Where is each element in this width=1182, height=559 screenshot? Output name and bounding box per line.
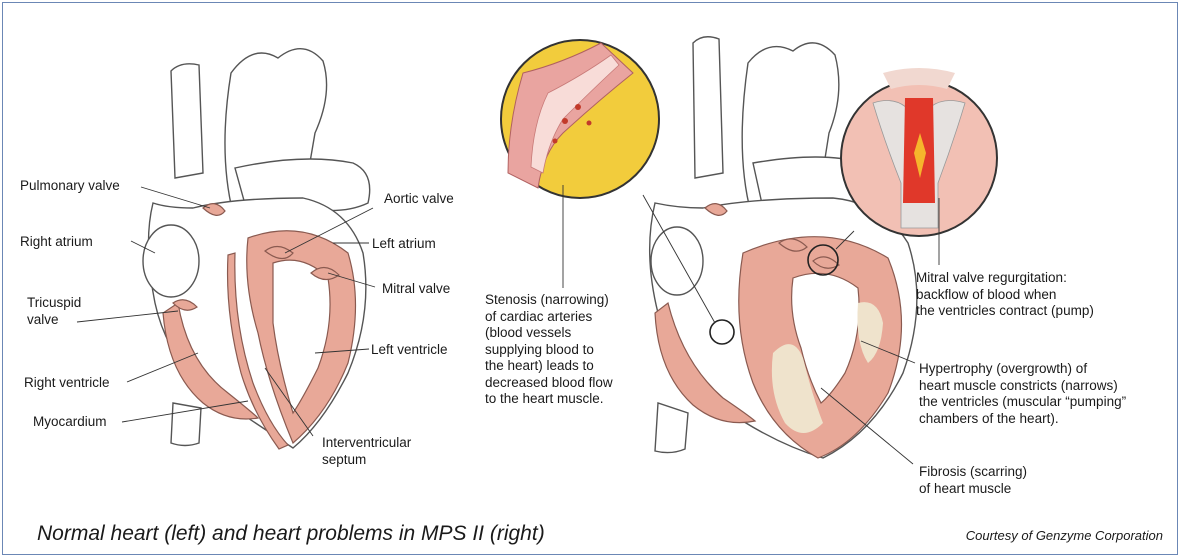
label-left-atrium: Left atrium <box>372 235 436 252</box>
label-right-ventricle: Right ventricle <box>24 374 110 391</box>
label-myocardium: Myocardium <box>33 413 107 430</box>
label-fibrosis: Fibrosis (scarring) of heart muscle <box>919 464 1027 497</box>
label-interventricular-septum: Interventricular septum <box>322 434 411 468</box>
label-right-atrium: Right atrium <box>20 233 93 250</box>
label-pulmonary-valve: Pulmonary valve <box>20 177 120 194</box>
label-stenosis: Stenosis (narrowing) of cardiac arteries… <box>485 292 613 408</box>
label-tricuspid-valve: Tricuspid valve <box>27 294 81 328</box>
stenosis-zoom <box>501 40 659 198</box>
label-hypertrophy: Hypertrophy (overgrowth) of heart muscle… <box>919 361 1126 427</box>
label-mitral-regurgitation: Mitral valve regurgitation: backflow of … <box>916 270 1094 320</box>
label-mitral-valve: Mitral valve <box>382 280 450 297</box>
figure-caption: Normal heart (left) and heart problems i… <box>37 522 545 546</box>
label-left-ventricle: Left ventricle <box>371 341 448 358</box>
figure-credit: Courtesy of Genzyme Corporation <box>966 528 1163 543</box>
right-atrium-chamber <box>143 225 199 297</box>
mps-right-atrium <box>651 227 703 295</box>
label-aortic-valve: Aortic valve <box>384 190 454 207</box>
stenosis-marker <box>710 320 734 344</box>
regurgitation-zoom <box>841 68 997 236</box>
